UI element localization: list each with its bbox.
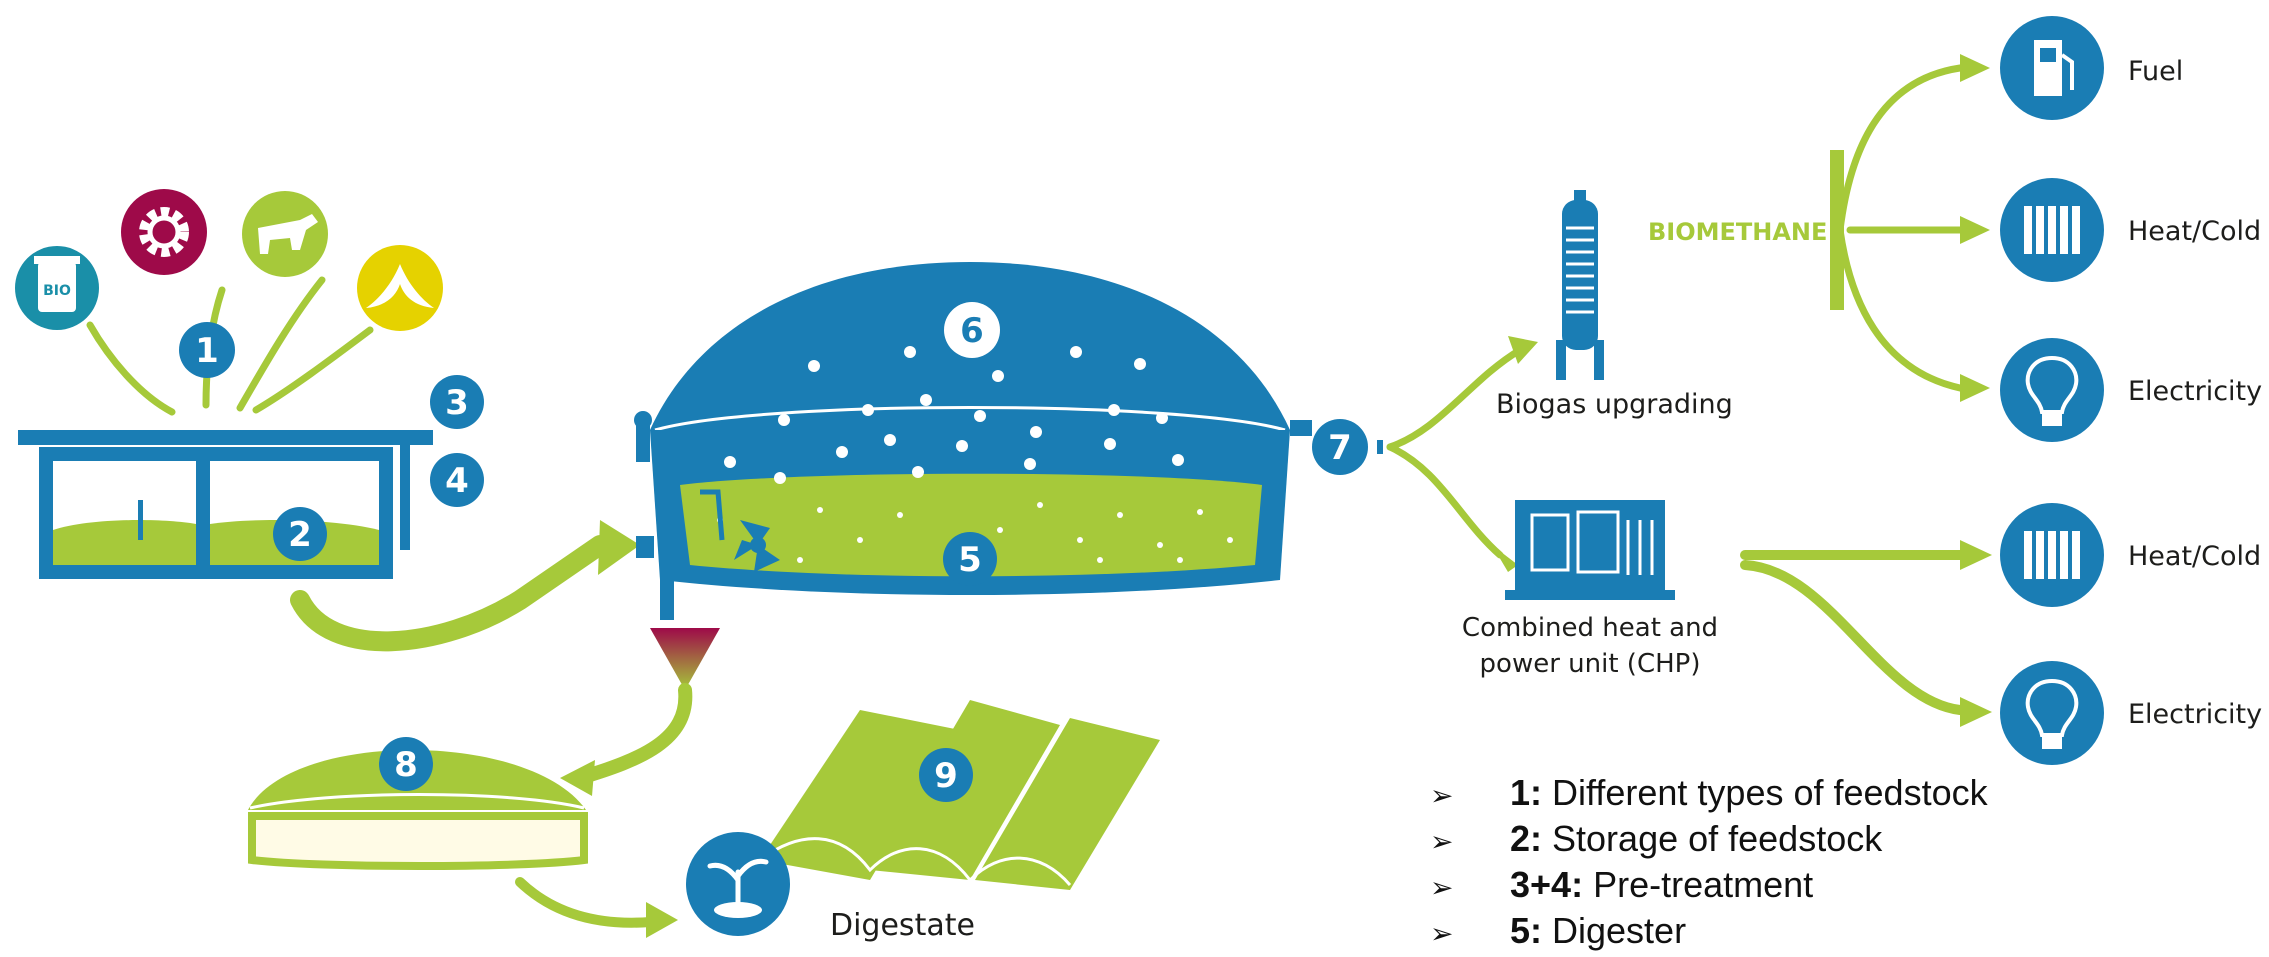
legend-key: 2:: [1510, 818, 1543, 859]
legend-key: 3+4:: [1510, 864, 1584, 905]
funnel: [650, 628, 720, 690]
fuel-pump-icon: [2000, 16, 2104, 120]
stirrer-icon: [700, 489, 780, 572]
legend-text: Digester: [1542, 910, 1687, 951]
step-6-badge: [944, 302, 1000, 358]
legend-key: 5:: [1510, 910, 1543, 951]
gas-bubbles: [724, 346, 1184, 484]
legend-item: ➢ 1: Different types of feedstock: [1430, 770, 1988, 816]
arrow-post-storage-to-digestate: [515, 877, 655, 928]
legend-text: Different types of feedstock: [1542, 772, 1988, 813]
legend-item: ➢ 2: Storage of feedstock: [1430, 816, 1988, 862]
step-2-number: 2: [288, 515, 312, 555]
bio-bin-label: BIO: [43, 283, 71, 299]
branch-lines: [1386, 346, 1524, 559]
storage-tank: 2: [18, 430, 433, 579]
step-5-number: 5: [958, 540, 982, 580]
chp-unit-icon: [1505, 500, 1675, 600]
biomethane-arrows: [1836, 64, 1964, 392]
arrow-head: [560, 760, 595, 796]
arrow-bullet-icon: ➢: [1430, 918, 1454, 949]
arrow-head: [1960, 540, 1992, 570]
arrow-head: [598, 520, 640, 575]
step-8-badge: [379, 737, 433, 791]
post-storage-tank: 8: [248, 737, 588, 870]
seedling-icon: [686, 832, 790, 936]
step-2-badge: [273, 507, 327, 561]
arrow-head: [1508, 336, 1538, 364]
step-3-badge: [430, 375, 484, 429]
arrow-bullet-icon: ➢: [1430, 872, 1454, 903]
digester: 6 5: [634, 262, 1312, 620]
legend-key: 1:: [1510, 772, 1543, 813]
step-7-number: 7: [1328, 428, 1352, 468]
radiator-icon: [2000, 503, 2104, 607]
biogas-upgrading-label: Biogas upgrading: [1496, 389, 1733, 420]
step-6-number: 6: [960, 311, 984, 351]
step-7-badge: [1312, 419, 1368, 475]
step-3-number: 3: [445, 383, 469, 423]
step-1-badge: [179, 322, 235, 378]
arrow-head: [646, 902, 678, 938]
step-4-number: 4: [445, 461, 469, 501]
bio-bin-icon: BIO: [15, 246, 99, 330]
feedstock-icons: BIO 1: [15, 189, 443, 416]
step-4-badge: [430, 453, 484, 507]
plant-icon: [357, 245, 443, 331]
legend-item: ➢ 5: Digester: [1430, 908, 1988, 954]
arrow-head: [1960, 54, 1990, 82]
legend-list: ➢ 1: Different types of feedstock ➢ 2: Sto…: [1430, 770, 1988, 954]
chp-label-line1: Combined heat and: [1462, 613, 1718, 643]
legend-text: Storage of feedstock: [1542, 818, 1883, 859]
arrow-head: [1492, 545, 1518, 572]
digestate-label: Digestate: [830, 908, 975, 943]
radiator-icon: [2000, 178, 2104, 282]
arrow-bullet-icon: ➢: [1430, 780, 1454, 811]
arrow-bullet-icon: ➢: [1430, 826, 1454, 857]
gear-icon: [121, 189, 207, 275]
legend-text: Pre-treatment: [1583, 864, 1814, 905]
step-9-badge: [919, 748, 973, 802]
electricity-label-1: Electricity: [2128, 376, 2262, 407]
digestate-field: 9: [759, 700, 1160, 890]
arrow-storage-to-digester: [290, 535, 610, 652]
cow-icon: [242, 191, 328, 277]
upgrading-column-icon: [1556, 190, 1604, 380]
arrow-head: [1960, 216, 1990, 244]
pretreatment: 3 4: [430, 375, 484, 507]
heat-cold-label-1: Heat/Cold: [2128, 216, 2261, 247]
lightbulb-icon: [2000, 661, 2104, 765]
step-1-number: 1: [195, 331, 219, 371]
step-5-badge: [943, 532, 997, 586]
legend-item: ➢ 3+4: Pre-treatment: [1430, 862, 1988, 908]
arrow-head: [1960, 374, 1990, 402]
arrow-head: [1960, 697, 1992, 727]
fuel-label: Fuel: [2128, 56, 2183, 87]
chp-arrows: [1740, 550, 1965, 715]
heat-cold-label-2: Heat/Cold: [2128, 541, 2261, 572]
chp-label-line2: power unit (CHP): [1480, 649, 1701, 679]
arrow-funnel-to-post-storage: [573, 683, 693, 785]
electricity-label-2: Electricity: [2128, 699, 2262, 730]
step-9-number: 9: [934, 756, 958, 796]
step-8-number: 8: [394, 745, 418, 785]
biomethane-label: BIOMETHANE: [1648, 218, 1827, 246]
lightbulb-icon: [2000, 338, 2104, 442]
